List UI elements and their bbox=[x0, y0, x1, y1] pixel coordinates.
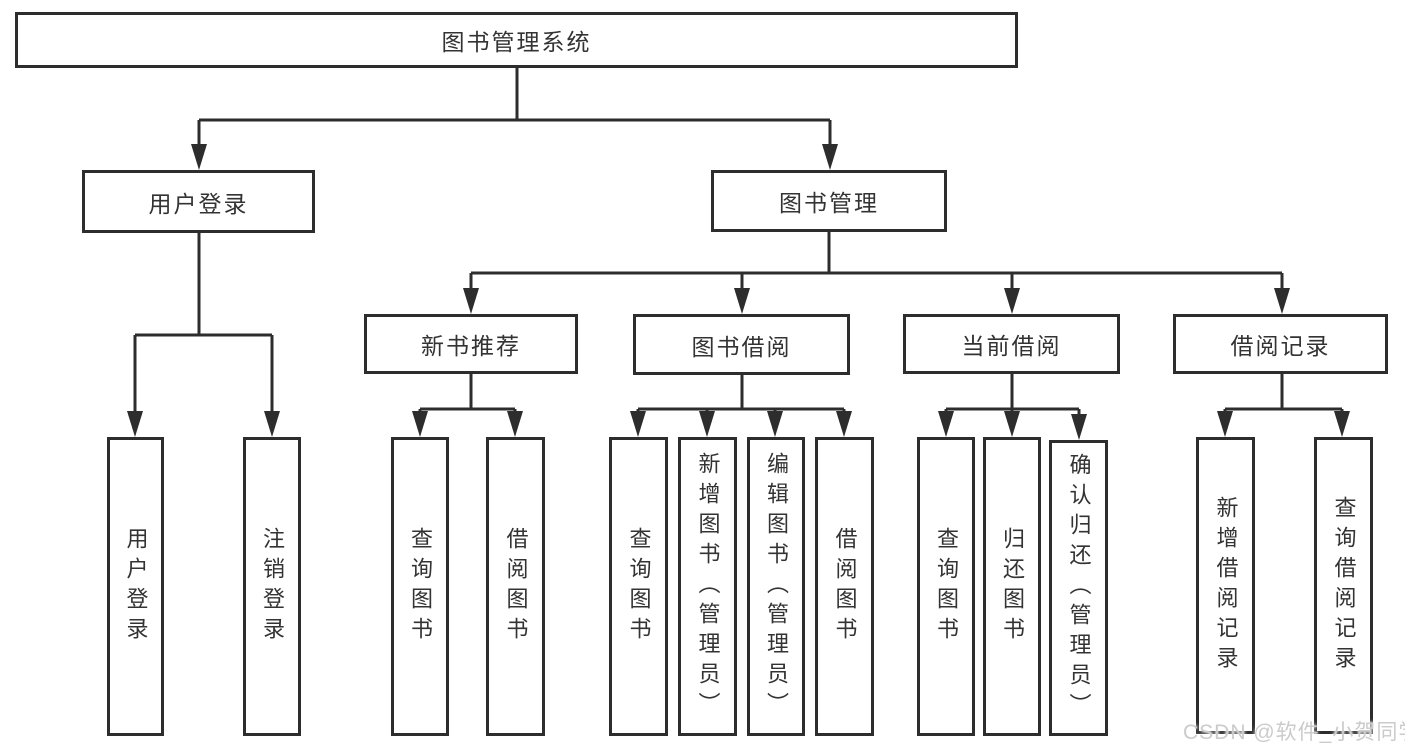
node-new-book-recommend: 新书推荐 bbox=[364, 314, 578, 374]
node-new-book-recommend-label: 新书推荐 bbox=[421, 333, 521, 359]
node-book-management-label: 图书管理 bbox=[779, 190, 879, 216]
arrow-icon bbox=[264, 411, 280, 437]
connector-newbook-to-leaves bbox=[418, 374, 517, 416]
connector-root-to-level2 bbox=[197, 68, 832, 146]
arrow-icon bbox=[1334, 411, 1350, 437]
leaf-records-add-record: 新增借阅记录 bbox=[1196, 437, 1255, 734]
arrow-icon bbox=[1217, 411, 1233, 437]
arrow-icon bbox=[734, 288, 750, 314]
leaf-current-return-books-label: 归还图书 bbox=[1000, 526, 1025, 647]
arrow-icon bbox=[699, 411, 715, 437]
node-user-login-label: 用户登录 bbox=[148, 190, 249, 217]
leaf-current-query-books-label: 查询图书 bbox=[934, 526, 959, 647]
leaf-logout-label: 注销登录 bbox=[260, 526, 285, 647]
node-book-borrow-label: 图书借阅 bbox=[691, 333, 792, 360]
connector-login-to-leaves bbox=[133, 233, 274, 415]
node-current-borrow-label: 当前借阅 bbox=[961, 333, 1062, 359]
leaf-borrow-query-books: 查询图书 bbox=[609, 437, 668, 736]
leaf-newbook-borrow-books-label: 借阅图书 bbox=[503, 526, 529, 647]
leaf-current-query-books: 查询图书 bbox=[917, 437, 975, 736]
leaf-borrow-query-books-label: 查询图书 bbox=[626, 526, 652, 647]
arrow-icon bbox=[938, 411, 954, 437]
node-root: 图书管理系统 bbox=[15, 12, 1018, 68]
arrowheads bbox=[127, 144, 1350, 440]
arrow-icon bbox=[822, 144, 838, 170]
arrow-icon bbox=[1004, 411, 1020, 437]
node-root-label: 图书管理系统 bbox=[441, 29, 592, 55]
watermark: CSDN @软件_小贺同学 bbox=[1183, 721, 1405, 744]
leaf-current-confirm-return-admin: 确认归还（管理员） bbox=[1049, 440, 1108, 736]
leaf-current-confirm-return-admin-label: 确认归还（管理员） bbox=[1066, 453, 1092, 723]
node-borrow-records-label: 借阅记录 bbox=[1230, 333, 1331, 359]
node-borrow-records: 借阅记录 bbox=[1173, 314, 1388, 374]
leaf-borrow-borrow-books-label: 借阅图书 bbox=[832, 526, 858, 647]
connector-borrow-to-leaves bbox=[636, 374, 846, 416]
arrow-icon bbox=[412, 411, 428, 437]
arrow-icon bbox=[630, 411, 646, 437]
node-current-borrow: 当前借阅 bbox=[903, 314, 1120, 374]
leaf-logout: 注销登录 bbox=[243, 437, 301, 736]
leaf-records-add-record-label: 新增借阅记录 bbox=[1213, 495, 1239, 676]
leaf-records-query-record-label: 查询借阅记录 bbox=[1331, 495, 1357, 676]
leaf-newbook-query-books: 查询图书 bbox=[391, 437, 449, 736]
arrow-icon bbox=[191, 144, 207, 170]
connector-records-to-leaves bbox=[1223, 374, 1344, 416]
leaf-records-query-record: 查询借阅记录 bbox=[1314, 437, 1373, 734]
arrow-icon bbox=[836, 411, 852, 437]
arrow-icon bbox=[1004, 288, 1020, 314]
leaf-borrow-edit-books-admin: 编辑图书（管理员） bbox=[747, 437, 805, 736]
node-book-borrow: 图书借阅 bbox=[633, 314, 850, 375]
leaf-borrow-borrow-books: 借阅图书 bbox=[815, 437, 874, 736]
leaf-current-return-books: 归还图书 bbox=[983, 437, 1041, 736]
arrow-icon bbox=[1071, 414, 1087, 440]
node-book-management: 图书管理 bbox=[711, 170, 947, 232]
arrow-icon bbox=[127, 411, 143, 437]
leaf-newbook-borrow-books: 借阅图书 bbox=[486, 437, 545, 736]
leaf-borrow-edit-books-admin-label: 编辑图书（管理员） bbox=[764, 451, 789, 722]
connector-mgmt-to-level3 bbox=[469, 232, 1284, 292]
arrow-icon bbox=[507, 411, 523, 437]
leaf-borrow-add-books-admin-label: 新增图书（管理员） bbox=[695, 451, 721, 722]
arrow-icon bbox=[1274, 288, 1290, 314]
leaf-user-login-label: 用户登录 bbox=[123, 526, 149, 647]
arrow-icon bbox=[767, 411, 783, 437]
leaf-newbook-query-books-label: 查询图书 bbox=[408, 526, 433, 647]
arrow-icon bbox=[463, 288, 479, 314]
leaf-borrow-add-books-admin: 新增图书（管理员） bbox=[678, 437, 737, 736]
node-user-login: 用户登录 bbox=[82, 170, 315, 233]
leaf-user-login: 用户登录 bbox=[107, 437, 164, 736]
